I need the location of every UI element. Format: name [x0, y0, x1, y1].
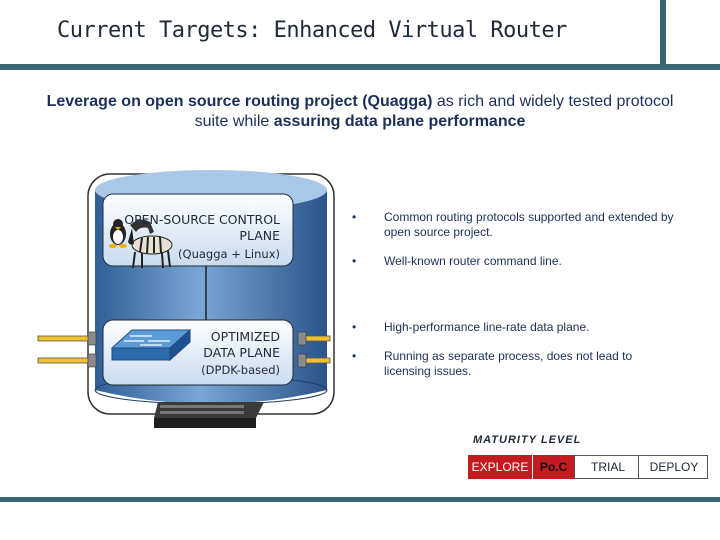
subtitle-normal: as rich and widely tested protocol suite…	[194, 93, 674, 130]
data-plane-title-line1: OPTIMIZED	[211, 329, 280, 344]
maturity-level-trial: TRIAL	[590, 460, 625, 474]
bullet-text: High-performance line-rate data plane.	[384, 320, 590, 334]
right-ports	[297, 331, 331, 368]
bullet-list: • Common routing protocols supported and…	[352, 210, 682, 379]
bullet-item-1: • Common routing protocols supported and…	[352, 210, 682, 240]
bullet-text: Common routing protocols supported and e…	[384, 210, 674, 239]
switch-icon	[110, 328, 192, 362]
server-rack-icon	[154, 402, 264, 428]
bullet-marker: •	[352, 254, 357, 268]
bullet-text: Running as separate process, does not le…	[384, 349, 633, 378]
maturity-level-deploy: DEPLOY	[649, 460, 699, 474]
subtitle-bold-2: assuring data plane performance	[273, 113, 526, 130]
control-plane-title-line2: PLANE	[239, 228, 280, 243]
title-accent-horizontal-bar	[0, 64, 720, 70]
left-ports	[37, 331, 97, 368]
bullet-marker: •	[352, 349, 357, 363]
data-plane-title-line2: DATA PLANE	[203, 345, 280, 360]
maturity-divider	[574, 455, 575, 479]
control-plane-subtitle: (Quagga + Linux)	[178, 247, 280, 261]
title-accent-vertical-bar	[660, 0, 666, 64]
bullet-item-4: • Running as separate process, does not …	[352, 349, 682, 379]
subtitle-bold-1: Leverage on open source routing project …	[46, 93, 433, 110]
bullet-marker: •	[352, 210, 357, 224]
maturity-level-scale: EXPLORE Po.C TRIAL DEPLOY	[468, 455, 708, 479]
bullet-marker: •	[352, 320, 357, 334]
subtitle: Leverage on open source routing project …	[40, 92, 680, 132]
quagga-zebra-icon	[128, 219, 173, 269]
control-plane-title-line1: OPEN-SOURCE CONTROL	[124, 212, 280, 227]
tux-icon	[109, 219, 127, 248]
maturity-level-heading: MATURITY LEVEL	[473, 434, 582, 446]
bullet-text: Well-known router command line.	[384, 254, 562, 268]
maturity-level-poc: Po.C	[532, 455, 574, 479]
data-plane-subtitle: (DPDK-based)	[201, 363, 280, 377]
maturity-divider	[638, 455, 639, 479]
page-title: Current Targets: Enhanced Virtual Router	[57, 18, 567, 43]
footer-accent-bar	[0, 497, 720, 502]
bullet-item-3: • High-performance line-rate data plane.	[352, 320, 682, 335]
router-diagram: OPEN-SOURCE CONTROL PLANE (Quagga + Linu…	[37, 170, 335, 428]
maturity-level-explore: EXPLORE	[468, 455, 532, 479]
bullet-item-2: • Well-known router command line.	[352, 254, 682, 269]
